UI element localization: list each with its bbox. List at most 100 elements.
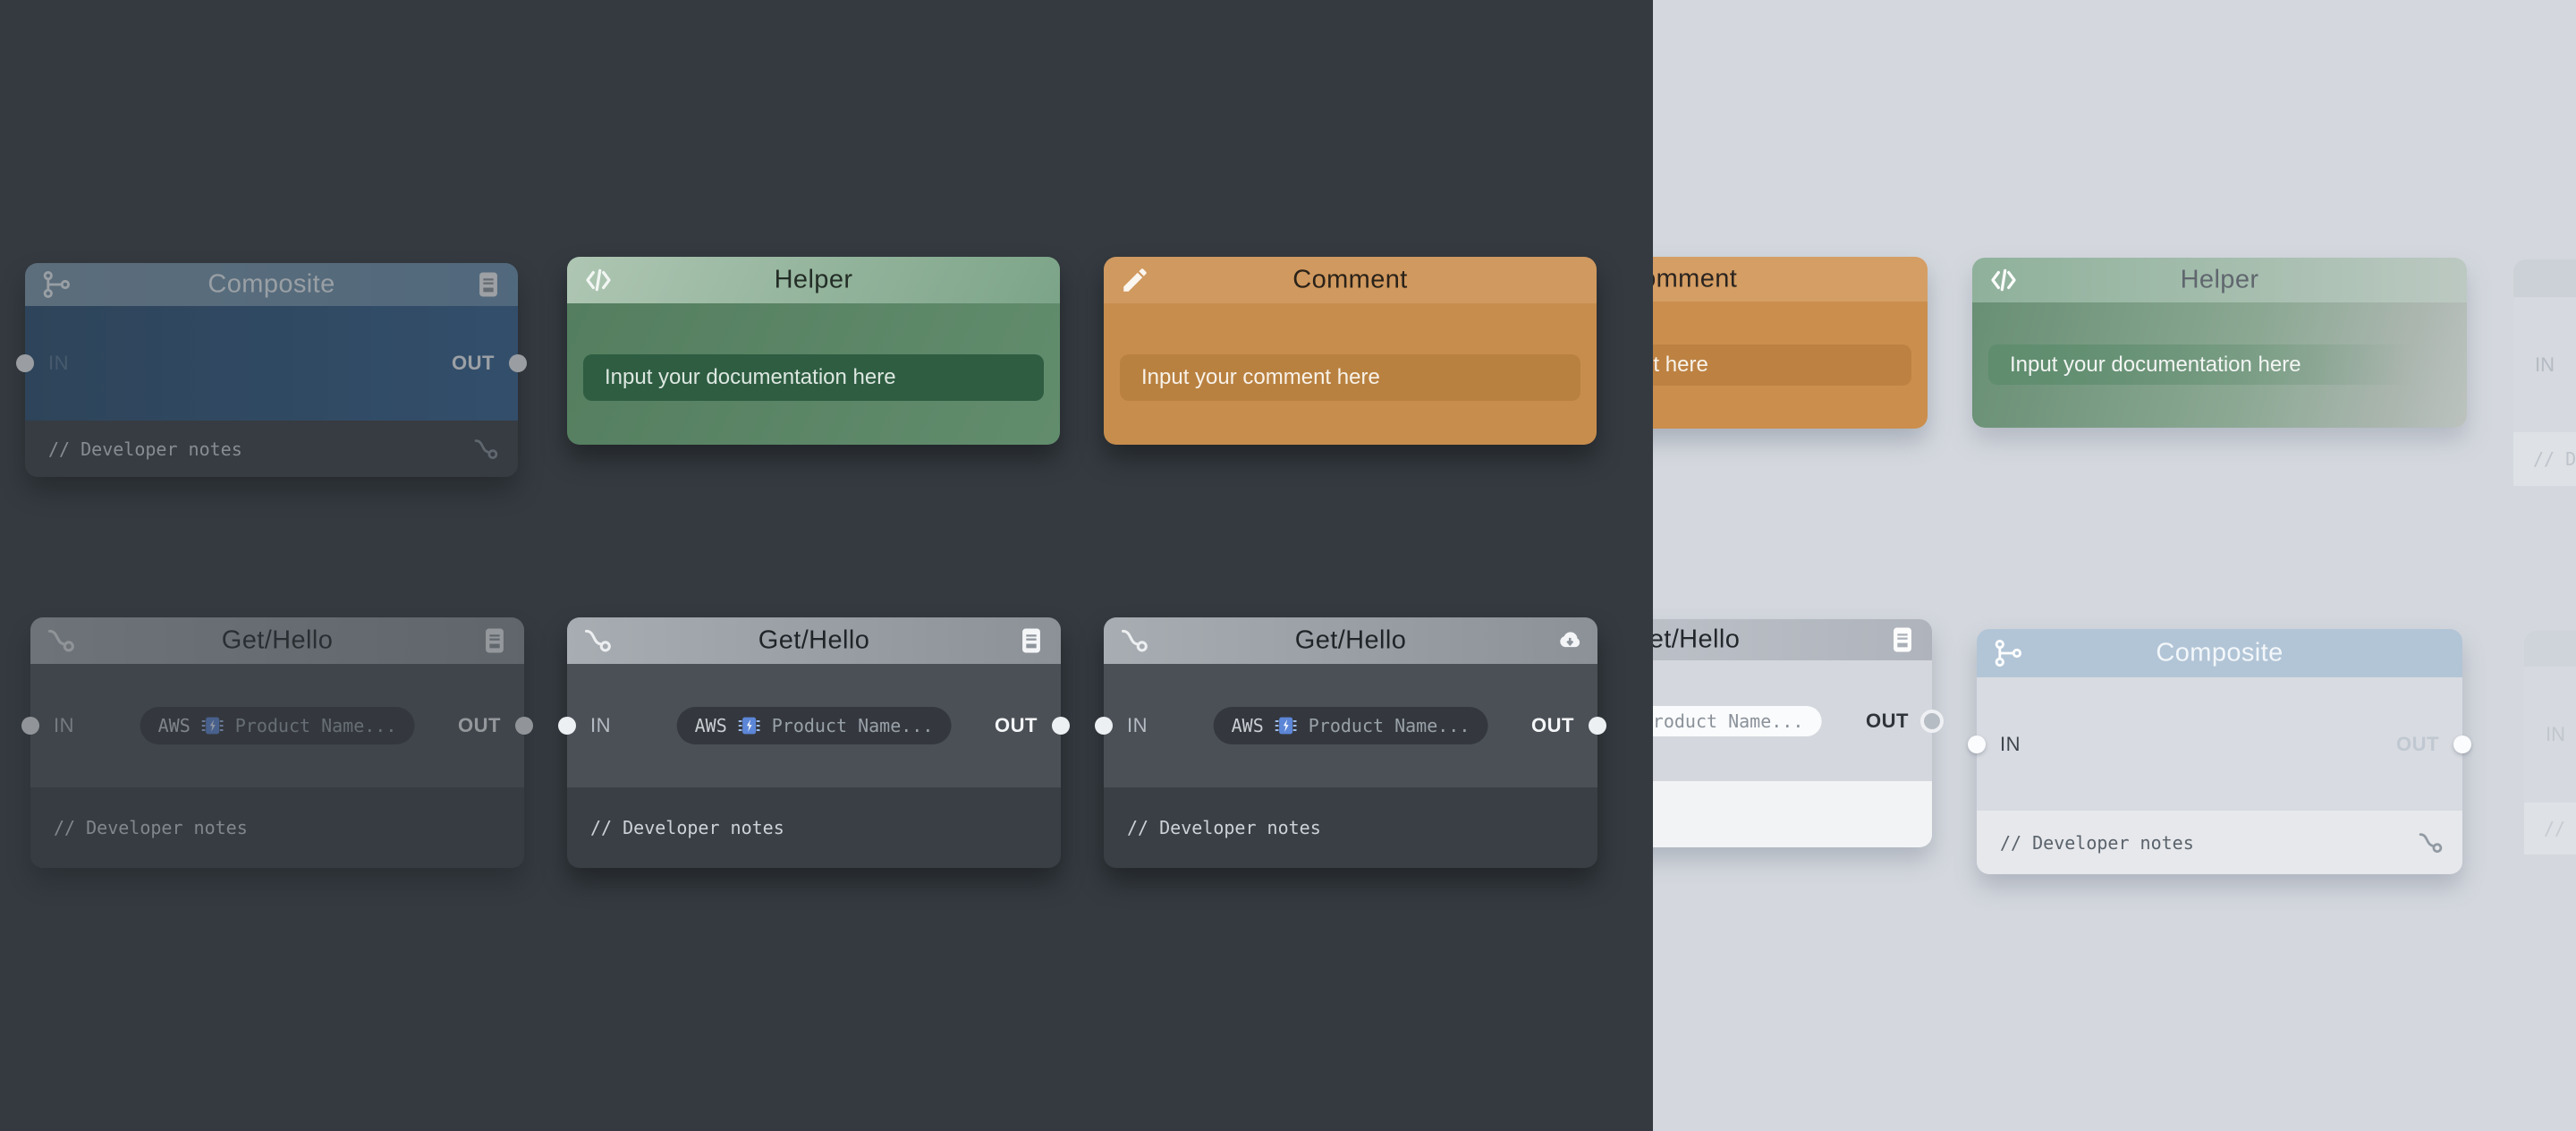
node-helper[interactable]: Helper Input your documentation here	[567, 257, 1060, 445]
node-header[interactable]: Composite	[1977, 629, 2462, 677]
node-body: Input your documentation here	[1972, 302, 2467, 428]
journal-icon[interactable]	[473, 269, 504, 300]
product-pill[interactable]: AWS Product Name...	[140, 707, 415, 744]
port-out-handle[interactable]	[2453, 735, 2471, 753]
developer-notes-text: // Developer notes	[54, 817, 248, 838]
developer-notes-text: // Developer notes	[590, 817, 784, 838]
product-name-placeholder: Product Name...	[1653, 710, 1804, 732]
port-out-label: OUT	[995, 714, 1038, 736]
node-header[interactable]: Get/Hello	[1104, 617, 1597, 664]
node-header	[2513, 259, 2576, 297]
developer-notes[interactable]: // Developer notes	[1977, 811, 2462, 874]
node-body: IN OUT	[1968, 677, 2471, 811]
edge-node-sliver[interactable]: IN // D	[2513, 259, 2576, 486]
port-in-label: IN	[590, 714, 611, 736]
developer-notes[interactable]: // Developer notes	[25, 421, 518, 477]
route-icon	[1120, 625, 1150, 656]
developer-notes-text: // D	[2533, 448, 2576, 470]
node-title: Get/Hello	[1653, 625, 1741, 654]
node-body: AWS Product Name... OUT	[1653, 660, 1944, 781]
node-helper[interactable]: Helper Input your documentation here	[1972, 258, 2467, 428]
developer-notes-text: // Developer notes	[2000, 831, 2194, 854]
documentation-input[interactable]: Input your documentation here	[583, 354, 1044, 401]
route-icon	[583, 625, 614, 656]
git-fork-icon	[41, 269, 72, 300]
port-in-handle[interactable]	[558, 717, 576, 735]
node-get-hello[interactable]: Get/Hello IN AWS	[21, 617, 533, 868]
developer-notes[interactable]	[1653, 781, 1932, 847]
port-out-label: OUT	[1866, 709, 1909, 732]
node-get-hello[interactable]: Get/Hello IN AWS	[558, 617, 1070, 868]
product-pill[interactable]: AWS Product Name...	[1653, 705, 1822, 736]
port-in-label: IN	[54, 714, 74, 736]
port-in-handle[interactable]	[1968, 735, 1986, 753]
node-composite[interactable]: Composite IN OUT // Developer notes	[1968, 629, 2471, 874]
port-out-handle[interactable]	[509, 354, 527, 372]
chip-icon	[1273, 712, 1300, 739]
cloud-download-icon[interactable]	[1553, 625, 1583, 656]
port-out-handle[interactable]	[515, 717, 533, 735]
node-comment[interactable]: Comment Input your comment here	[1104, 257, 1597, 445]
node-header	[2524, 631, 2576, 667]
port-in-handle[interactable]	[16, 354, 34, 372]
node-title: Helper	[2180, 265, 2259, 294]
node-body: Input your comment here	[1653, 302, 1928, 429]
port-in-handle[interactable]	[21, 717, 39, 735]
port-out-label: OUT	[2396, 732, 2439, 755]
node-title: Composite	[208, 269, 335, 299]
developer-notes[interactable]: // Developer notes	[30, 787, 524, 868]
node-title: Get/Hello	[1294, 625, 1407, 655]
node-body: IN AWS Product Name... OUT	[21, 664, 533, 787]
journal-icon[interactable]	[479, 625, 510, 656]
chip-icon	[736, 712, 763, 739]
developer-notes-text: // Developer notes	[48, 438, 242, 460]
developer-notes[interactable]: // Developer notes	[567, 787, 1061, 868]
node-body: IN	[2524, 667, 2576, 803]
node-body: IN	[2513, 297, 2576, 432]
port-out-handle[interactable]	[1589, 717, 1606, 735]
node-header[interactable]: Get/Hello	[567, 617, 1061, 664]
code-icon	[583, 265, 614, 295]
node-get-hello[interactable]: Get/Hello AWS	[1653, 619, 1944, 847]
comment-input[interactable]: Input your comment here	[1653, 344, 1911, 386]
node-body: Input your comment here	[1104, 303, 1597, 445]
product-pill[interactable]: AWS Product Name...	[676, 707, 952, 744]
product-name-placeholder: Product Name...	[234, 715, 397, 736]
journal-icon[interactable]	[1016, 625, 1046, 656]
developer-notes: //	[2524, 803, 2576, 855]
node-title: Helper	[774, 265, 853, 294]
node-header[interactable]: Helper	[1972, 258, 2467, 302]
port-in-label: IN	[2546, 723, 2565, 745]
aws-label: AWS	[694, 715, 727, 736]
node-title: Get/Hello	[221, 625, 334, 655]
node-header[interactable]: Get/Hello	[1653, 619, 1932, 660]
comment-input[interactable]: Input your comment here	[1120, 354, 1580, 401]
node-get-hello[interactable]: Get/Hello IN AWS	[1095, 617, 1606, 868]
developer-notes[interactable]: // Developer notes	[1104, 787, 1597, 868]
node-body: IN OUT	[16, 306, 527, 421]
developer-notes-text: // Developer notes	[1127, 817, 1321, 838]
node-header[interactable]: Comment	[1104, 257, 1597, 303]
documentation-input[interactable]: Input your documentation here	[1988, 344, 2451, 385]
node-body: IN AWS Product Name... OUT	[1095, 664, 1606, 787]
node-header[interactable]: Comment	[1653, 257, 1928, 302]
node-header[interactable]: Helper	[567, 257, 1060, 303]
port-in-label: IN	[1127, 714, 1148, 736]
journal-icon[interactable]	[1887, 625, 1918, 655]
dark-theme-panel[interactable]: Composite IN OUT // Developer notes	[0, 0, 1653, 1131]
port-in-handle[interactable]	[1095, 717, 1113, 735]
node-composite[interactable]: Composite IN OUT // Developer notes	[16, 263, 527, 477]
node-header[interactable]: Get/Hello	[30, 617, 524, 664]
port-out-label: OUT	[452, 352, 495, 374]
edge-node-sliver[interactable]: IN //	[2524, 631, 2576, 855]
node-comment[interactable]: Comment Input your comment here	[1653, 257, 1928, 429]
product-pill[interactable]: AWS Product Name...	[1213, 707, 1488, 744]
aws-label: AWS	[157, 715, 191, 736]
port-out-handle[interactable]	[1920, 709, 1944, 733]
product-name-placeholder: Product Name...	[771, 715, 934, 736]
light-theme-panel[interactable]: Comment Input your comment here Helper I…	[1653, 0, 2576, 1131]
aws-label: AWS	[1231, 715, 1264, 736]
node-header[interactable]: Composite	[25, 263, 518, 306]
port-out-handle[interactable]	[1052, 717, 1070, 735]
